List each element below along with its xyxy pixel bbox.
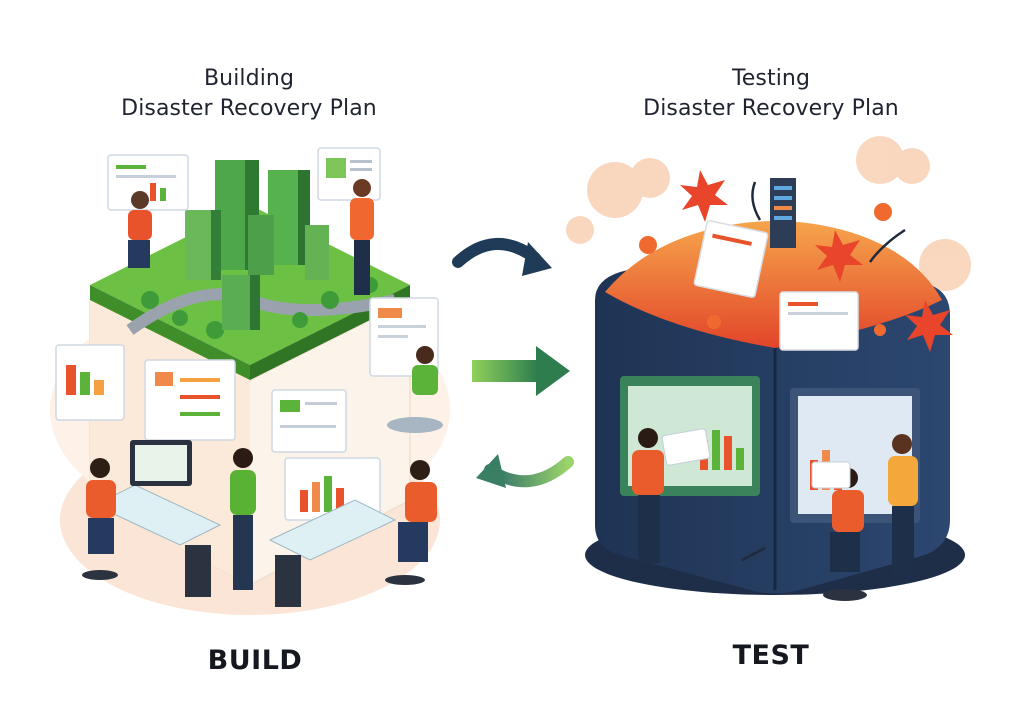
test-scene <box>566 136 971 601</box>
build-title-line2: Disaster Recovery Plan <box>121 96 377 121</box>
server-tower <box>770 178 796 248</box>
test-floating-screens <box>693 220 859 351</box>
build-platform-left-edge <box>90 285 250 380</box>
build-buildings <box>185 160 329 330</box>
explosion-icon <box>680 170 728 222</box>
build-trees <box>141 242 378 339</box>
test-caption: TEST <box>732 640 810 671</box>
test-title: Testing Disaster Recovery Plan <box>606 64 936 124</box>
build-title: Building Disaster Recovery Plan <box>84 64 414 124</box>
test-people <box>632 428 918 601</box>
arrow-right-icon <box>472 360 538 382</box>
explosion-icons <box>680 170 953 352</box>
test-clouds <box>566 136 971 291</box>
explosion-icon <box>815 230 863 282</box>
curved-arrow-right-icon <box>452 238 541 268</box>
build-desks <box>93 440 397 607</box>
build-scene <box>50 147 450 615</box>
test-title-line2: Disaster Recovery Plan <box>643 96 899 121</box>
build-title-line1: Building <box>203 66 295 91</box>
build-caption: BUILD <box>207 645 303 676</box>
test-upward-arrows <box>741 181 906 562</box>
explosion-icon <box>905 300 953 352</box>
cycle-arrows <box>452 238 574 488</box>
build-people <box>82 179 443 590</box>
test-title-line1: Testing <box>731 66 811 91</box>
